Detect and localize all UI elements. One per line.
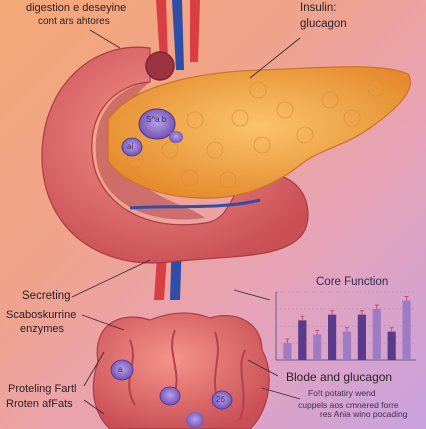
label-contains: cont ars ahtores [38, 16, 110, 27]
chart-bar [387, 331, 396, 360]
chart-bar [357, 314, 366, 360]
islet-lower-4 [186, 412, 204, 428]
label-insulin: Insulin: [300, 2, 337, 14]
note-line-2: cuppels aos cmnered forre [298, 400, 399, 410]
chart-bar [372, 309, 381, 360]
label-digestion: digestion e deseyine [26, 2, 127, 14]
label-enzymes-1: Scaboskurrine [6, 309, 77, 321]
artery-upper-right [190, 0, 200, 62]
chart-bar [283, 343, 292, 360]
chart-bar [313, 334, 322, 360]
pancreatic-duct [129, 198, 261, 210]
chart-title: Core Function [316, 276, 389, 288]
islet-small-2 [169, 131, 183, 143]
duodenum-opening [145, 51, 175, 81]
chart-bar [298, 320, 307, 360]
artery-upper [156, 0, 168, 60]
duodenum-loop [41, 46, 309, 264]
label-proteins-2: Rroten afFats [6, 398, 73, 410]
pancreas [107, 66, 411, 210]
islet-lower-2 [159, 386, 181, 406]
islet-lower-3 [211, 390, 233, 410]
label-enzymes-2: enzymes [20, 323, 65, 335]
chart-bar [328, 314, 337, 360]
islet-small1-label: ai [127, 142, 134, 151]
islet-main [138, 108, 176, 140]
label-proteins-1: Proteling Fartl [8, 383, 77, 395]
vein-upper [172, 0, 184, 70]
leader-lines [71, 29, 301, 415]
islet-lower1-label: a [118, 365, 123, 374]
core-function-chart [275, 291, 416, 361]
islet-lower3-label: 26 [216, 395, 225, 404]
label-secreting: Secreting [22, 290, 71, 302]
islet-lower-1 [110, 359, 134, 381]
intestine-cluster [92, 312, 270, 429]
chart-bar [342, 331, 352, 360]
note-line-3: res Ania wino pocading [320, 409, 408, 419]
label-glucagon: glucagon [300, 18, 347, 30]
islet-main-label: S^a b [146, 115, 167, 124]
pancreas-body [107, 66, 411, 199]
islet-small-1 [121, 137, 143, 157]
label-blood-glucagon: Blode and glucagon [286, 370, 393, 384]
note-line-1: Fo!t potatiry wend [308, 388, 376, 398]
chart-bar [402, 300, 411, 360]
